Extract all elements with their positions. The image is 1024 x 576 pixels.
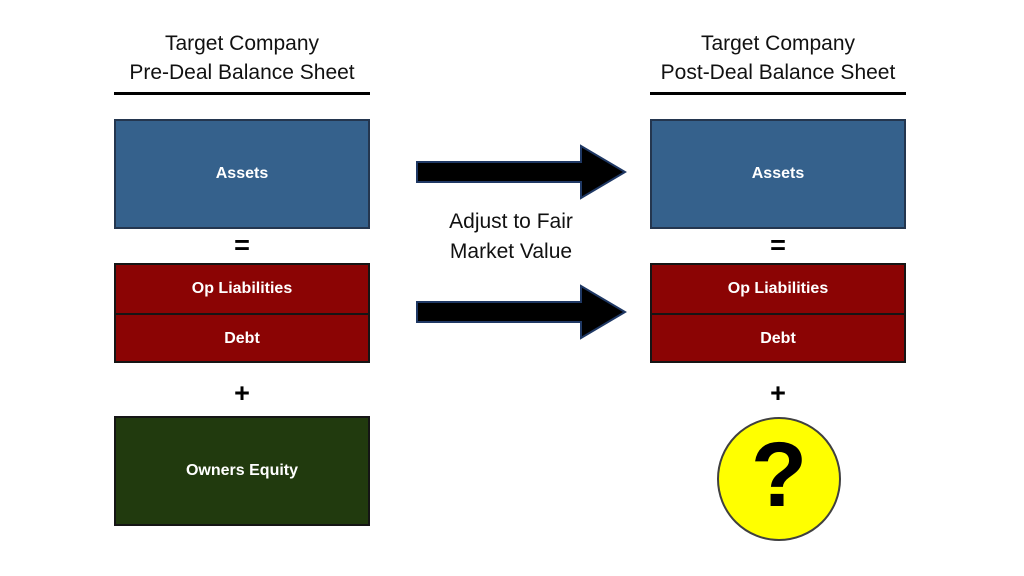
annotation-line2: Market Value <box>449 240 573 263</box>
pre-deal-debt-cell: Debt <box>116 315 368 363</box>
pre-deal-owners-equity-label: Owners Equity <box>185 462 299 479</box>
pre-deal-liabilities-box: Op Liabilities Debt <box>114 263 370 363</box>
post-deal-debt-cell: Debt <box>652 315 904 363</box>
pre-deal-equals-sign: = <box>234 230 250 260</box>
post-deal-plus-sign: + <box>770 378 786 408</box>
pre-deal-op-liabilities-label: Op Liabilities <box>191 280 293 297</box>
right-arrow-icon <box>416 284 627 340</box>
post-deal-equals-sign: = <box>770 230 786 260</box>
pre-deal-title: Target Company Pre-Deal Balance Sheet <box>114 29 370 95</box>
post-deal-op-liabilities-label: Op Liabilities <box>727 280 829 297</box>
pre-deal-title-line1: Target Company <box>164 32 320 55</box>
post-deal-title: Target Company Post-Deal Balance Sheet <box>650 29 906 95</box>
post-deal-title-line1: Target Company <box>700 32 856 55</box>
pre-deal-owners-equity-box: Owners Equity <box>114 416 370 526</box>
annotation-line1: Adjust to Fair <box>449 210 573 233</box>
pre-deal-debt-label: Debt <box>224 330 260 347</box>
post-deal-op-liabilities-cell: Op Liabilities <box>652 265 904 315</box>
pre-deal-assets-label: Assets <box>215 165 269 182</box>
pre-deal-assets-box: Assets <box>114 119 370 229</box>
pre-deal-title-line2: Pre-Deal Balance Sheet <box>129 61 355 84</box>
unknown-equity-circle: ? <box>717 417 841 541</box>
pre-deal-op-liabilities-cell: Op Liabilities <box>116 265 368 315</box>
right-arrow-icon <box>416 144 627 200</box>
pre-deal-plus-sign: + <box>234 378 250 408</box>
question-mark: ? <box>750 424 808 526</box>
post-deal-debt-label: Debt <box>760 330 796 347</box>
top-right-arrow <box>415 144 627 200</box>
post-deal-assets-label: Assets <box>751 165 805 182</box>
bottom-right-arrow <box>415 284 627 340</box>
post-deal-liabilities-box: Op Liabilities Debt <box>650 263 906 363</box>
fair-market-value-annotation: Adjust to Fair Market Value <box>401 207 621 267</box>
post-deal-title-line2: Post-Deal Balance Sheet <box>660 61 896 84</box>
post-deal-assets-box: Assets <box>650 119 906 229</box>
